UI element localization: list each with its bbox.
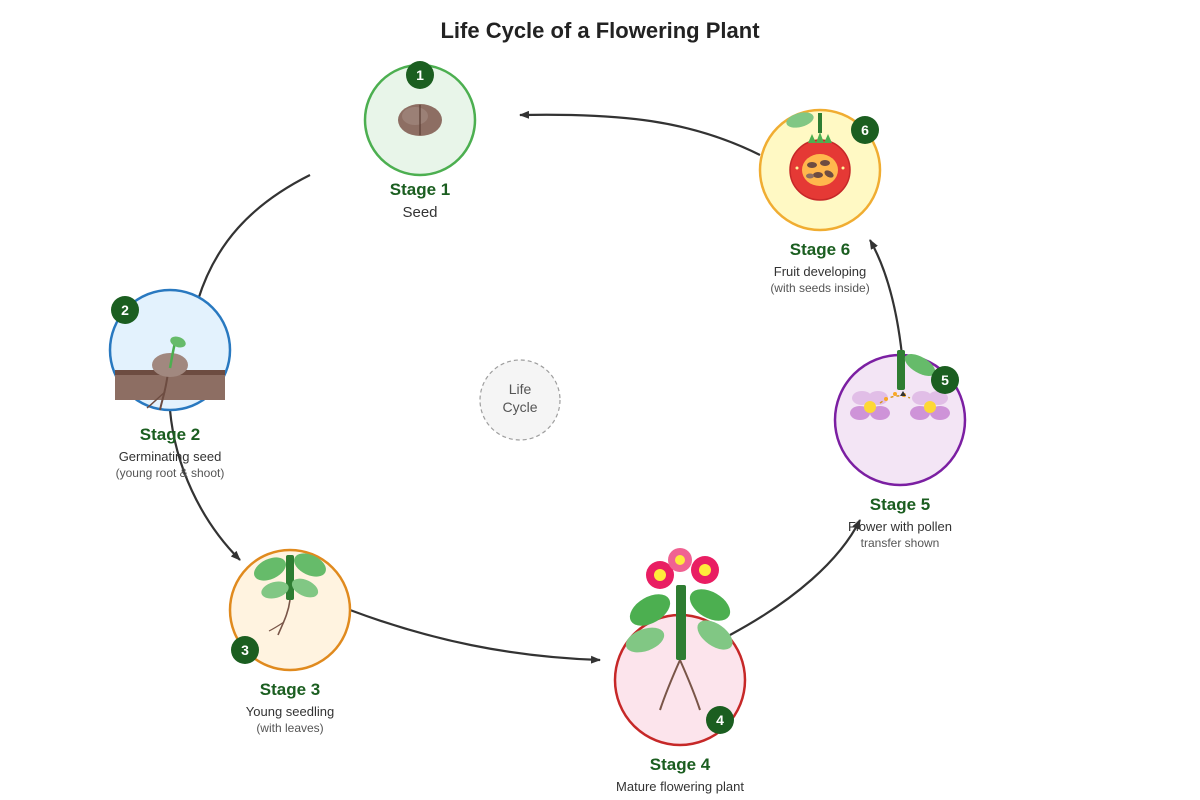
stage-6-label: Stage 6 Fruit developing (with seeds ins… bbox=[710, 239, 930, 296]
center-label: Life Cycle bbox=[480, 380, 560, 416]
pollination-icon bbox=[850, 350, 950, 420]
seed-icon bbox=[398, 104, 442, 136]
stage-3-title: Stage 3 bbox=[259, 680, 321, 699]
stage-5-badge bbox=[931, 366, 959, 394]
stage-1-badge-number: 1 bbox=[416, 67, 424, 83]
stage-1-label: Stage 1 Seed bbox=[310, 179, 530, 221]
stage-4-label: Stage 4 Mature flowering plant bbox=[570, 754, 790, 795]
center-circle bbox=[479, 359, 561, 441]
stage-6-badge bbox=[851, 116, 879, 144]
flowering-plant-icon bbox=[625, 548, 733, 711]
center-label-line-2: Cycle bbox=[502, 399, 538, 415]
center-label-line-1: Life bbox=[508, 381, 532, 397]
arrow-1-to-2 bbox=[196, 174, 311, 301]
stage-3-badge-number: 3 bbox=[241, 642, 249, 658]
stage-2-badge-number: 2 bbox=[121, 302, 129, 318]
stage-1-name: Seed bbox=[402, 204, 438, 221]
stage-4-name: Mature flowering plant bbox=[616, 779, 744, 794]
stage-4-title: Stage 4 bbox=[649, 755, 711, 774]
arrow-5-to-6 bbox=[869, 239, 904, 356]
stage-3-name: Young seedling bbox=[245, 704, 335, 719]
stage-4-node: 4 bbox=[613, 548, 747, 747]
diagram-title: Life Cycle of a Flowering Plant bbox=[440, 18, 760, 43]
stage-5-node: 5 bbox=[833, 350, 967, 487]
stage-6-badge-number: 6 bbox=[861, 122, 869, 138]
stage-3-label: Stage 3 Young seedling (with leaves) bbox=[180, 679, 400, 736]
arrow-3-to-4 bbox=[349, 608, 601, 664]
stage-3-node: 3 bbox=[228, 548, 352, 672]
stage-3-note: (with leaves) bbox=[256, 721, 324, 735]
stage-5-title: Stage 5 bbox=[869, 495, 931, 514]
stage-2-title: Stage 2 bbox=[139, 425, 201, 444]
stage-3-badge bbox=[231, 636, 259, 664]
arrow-2-to-3 bbox=[168, 409, 241, 561]
cycle-arrows bbox=[168, 110, 904, 664]
stage-5-label: Stage 5 Flower with pollen transfer show… bbox=[790, 494, 1010, 551]
stage-1-badge bbox=[406, 61, 434, 89]
stage-1-node: 1 bbox=[363, 61, 477, 177]
stage-5-note: transfer shown bbox=[860, 536, 940, 550]
stage-1-title: Stage 1 bbox=[389, 180, 451, 199]
stage-6-node: 6 bbox=[758, 108, 882, 232]
stage-2-note: (young root & shoot) bbox=[115, 466, 225, 480]
stage-2-badge bbox=[111, 296, 139, 324]
stage-4-badge-number: 4 bbox=[716, 712, 724, 728]
stage-5-badge-number: 5 bbox=[941, 372, 949, 388]
arrow-4-to-5 bbox=[729, 519, 861, 636]
stage-4-badge bbox=[706, 706, 734, 734]
seedling-icon bbox=[254, 553, 326, 636]
stage-6-note: (with seeds inside) bbox=[770, 281, 870, 295]
stage-2-name: Germinating seed bbox=[118, 449, 222, 464]
germinating-seed-icon bbox=[115, 336, 225, 411]
stage-2-node: 2 bbox=[108, 288, 232, 412]
arrow-6-to-1 bbox=[519, 110, 761, 156]
stage-2-label: Stage 2 Germinating seed (young root & s… bbox=[60, 424, 280, 481]
fruit-icon bbox=[786, 112, 851, 201]
stage-6-name: Fruit developing bbox=[773, 264, 867, 279]
stage-5-name: Flower with pollen bbox=[847, 519, 953, 534]
stage-6-title: Stage 6 bbox=[789, 240, 851, 259]
